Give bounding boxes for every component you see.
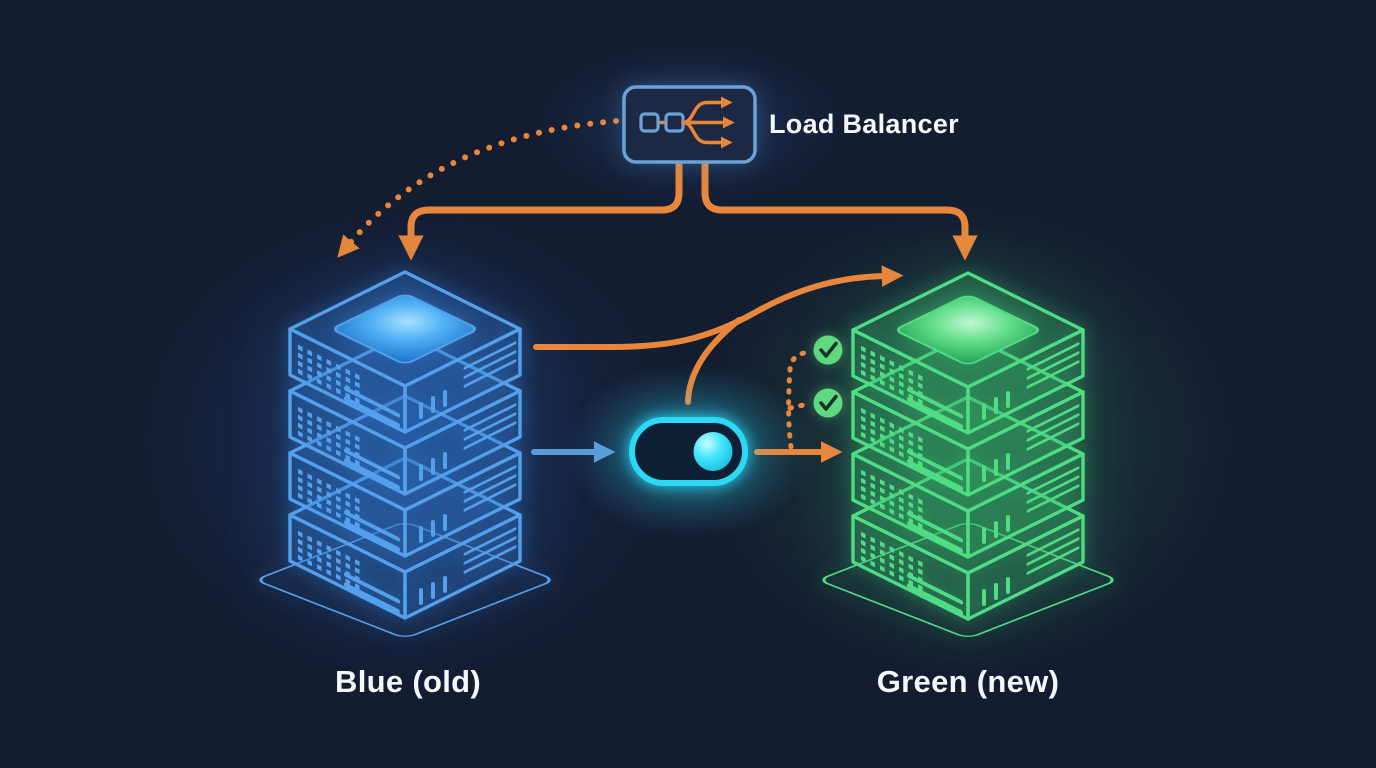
load-balancer-box <box>622 85 757 164</box>
green-stack-top-glow <box>897 295 1039 365</box>
health-check-dashed-line <box>786 348 815 450</box>
traffic-branch-to-toggle <box>685 317 742 405</box>
check-circle-icon <box>813 335 843 365</box>
green-server-stack <box>816 273 1120 641</box>
lb-to-green-arrow <box>701 159 978 261</box>
load-balancer-label: Load Balancer <box>769 109 959 139</box>
lb-to-blue-arrow <box>398 159 683 261</box>
check-circle-icon <box>813 388 843 418</box>
load-balancer-icon <box>639 96 735 149</box>
blue-stack-top-glow <box>334 294 476 364</box>
health-check-icons <box>813 335 843 418</box>
blue-stack-label: Blue (old) <box>335 664 481 699</box>
blue-server-stack <box>253 272 557 641</box>
toggle-knob <box>693 432 733 471</box>
traffic-toggle <box>629 417 748 486</box>
blue-to-green-traffic-arrow <box>533 265 904 350</box>
green-stack-label: Green (new) <box>876 664 1060 699</box>
